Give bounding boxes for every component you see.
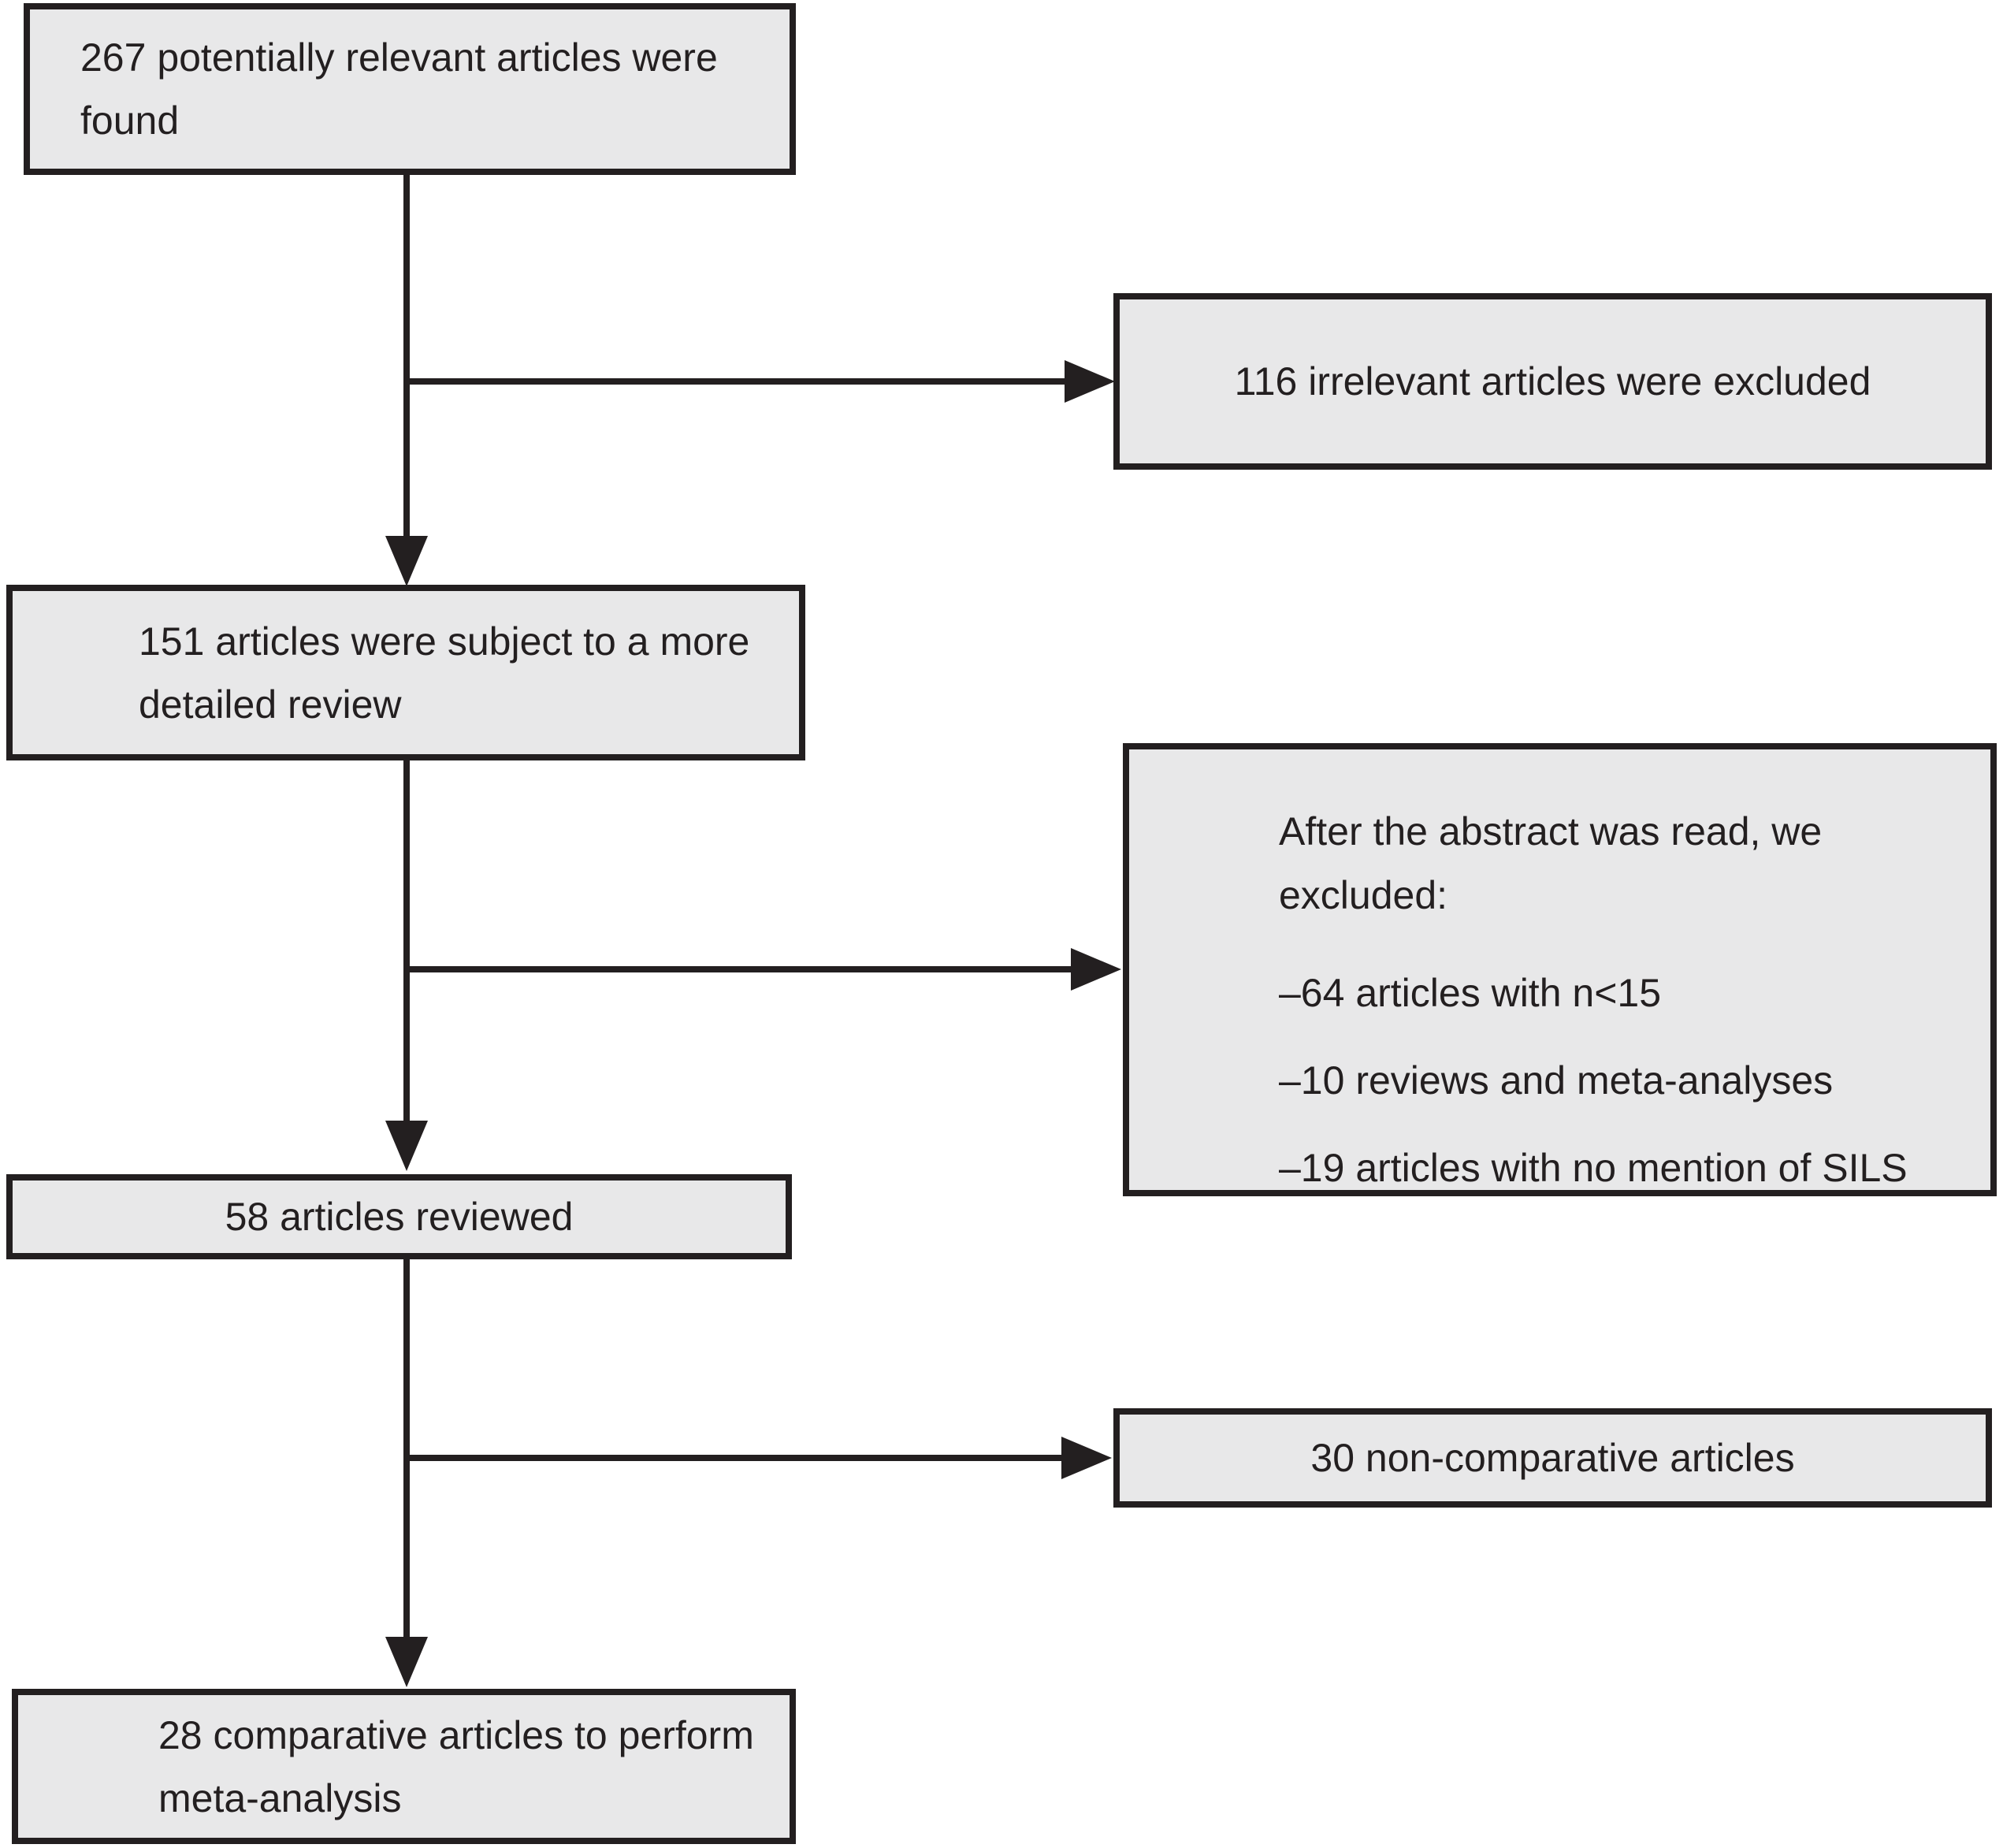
connector-down-1-line [403,175,410,539]
box-non-comparative-label: 30 non-comparative articles [1310,1436,1795,1480]
box-meta-analysis: 28 comparative articles to perform meta-… [12,1689,796,1844]
box-articles-reviewed-label: 58 articles reviewed [225,1195,574,1239]
exclusion-item-no-sils: –19 articles with no mention of SILS [1279,1146,1908,1190]
arrow-right-icon [1071,948,1121,991]
box-non-comparative: 30 non-comparative articles [1113,1408,1992,1508]
box-articles-found-label: 267 potentially relevant articles were f… [80,35,718,143]
branch-right-2-line [407,966,1074,972]
arrow-right-icon [1065,360,1115,403]
branch-right-1-line [407,378,1068,385]
box-articles-reviewed: 58 articles reviewed [6,1174,792,1259]
box-detailed-review-label: 151 articles were subject to a more deta… [139,619,750,727]
abstract-exclusions-intro: After the abstract was read, we excluded… [1279,809,1823,917]
branch-right-3-line [407,1455,1065,1461]
connector-down-2-line [403,760,410,1124]
box-articles-found: 267 potentially relevant articles were f… [24,3,796,175]
box-abstract-exclusions: After the abstract was read, we excluded… [1123,743,1997,1196]
box-irrelevant-excluded: 116 irrelevant articles were excluded [1113,293,1992,470]
arrow-down-icon [385,1637,428,1687]
connector-down-3-line [403,1259,410,1637]
arrow-right-icon [1061,1437,1112,1479]
arrow-down-icon [385,1121,428,1171]
box-irrelevant-excluded-label: 116 irrelevant articles were excluded [1234,359,1871,403]
exclusion-item-reviews: –10 reviews and meta-analyses [1279,1058,1834,1102]
arrow-down-icon [385,536,428,586]
exclusion-item-n15: –64 articles with n<15 [1279,971,1662,1015]
box-detailed-review: 151 articles were subject to a more deta… [6,585,805,760]
box-meta-analysis-label: 28 comparative articles to perform meta-… [158,1712,754,1820]
